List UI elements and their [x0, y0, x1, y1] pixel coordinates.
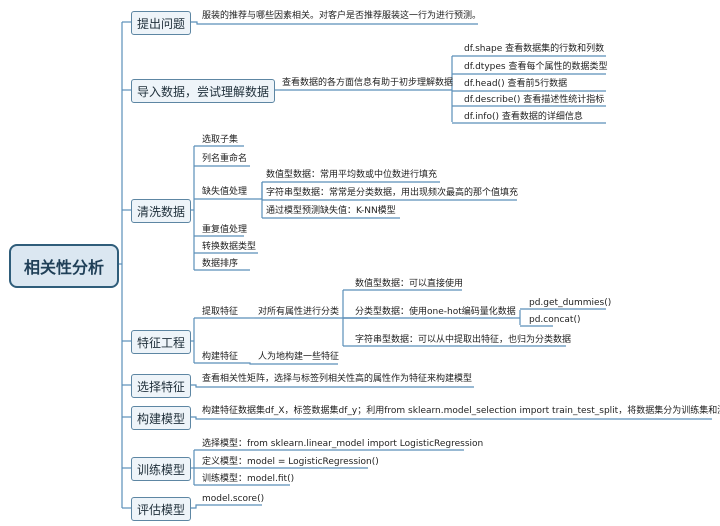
feature-build-desc: 人为地构建一些特征 [258, 352, 340, 362]
feature-extract-classify: 对所有属性进行分类 [258, 307, 340, 317]
branch-build-model: 构建模型 [131, 406, 191, 430]
classify-categorical: 分类型数据：使用one-hot编码量化数据 [355, 307, 516, 317]
branch-select-features: 选择特征 [131, 374, 191, 398]
missing-knn: 通过模型预测缺失值：K-NN模型 [266, 206, 396, 216]
import-item-info: df.info() 查看数据的详细信息 [464, 112, 583, 122]
feature-build: 构建特征 [202, 352, 239, 362]
evaluate-model-desc: model.score() [202, 494, 265, 504]
clean-item-missing: 缺失值处理 [202, 187, 248, 197]
branch-import-data: 导入数据，尝试理解数据 [131, 79, 275, 103]
import-item-describe: df.describe() 查看描述性统计指标 [464, 95, 605, 105]
feature-extract: 提取特征 [202, 307, 239, 317]
import-item-shape: df.shape 查看数据集的行数和列数 [464, 44, 605, 54]
import-item-dtypes: df.dtypes 查看每个属性的数据类型 [464, 62, 608, 72]
import-data-desc: 查看数据的各方面信息有助于初步理解数据 [282, 78, 454, 88]
clean-item-sort: 数据排序 [202, 259, 239, 269]
clean-item-subset: 选取子集 [202, 135, 239, 145]
train-define-model: 定义模型：model = LogisticRegression() [202, 457, 379, 467]
branch-feature-engineering: 特征工程 [131, 330, 191, 354]
select-features-desc: 查看相关性矩阵，选择与标签列相关性高的属性作为特征来构建模型 [202, 374, 473, 384]
clean-item-convert-type: 转换数据类型 [202, 242, 257, 252]
import-item-head: df.head() 查看前5行数据 [464, 79, 568, 89]
clean-item-rename: 列名重命名 [202, 154, 248, 164]
onehot-get-dummies: pd.get_dummies() [529, 298, 612, 308]
classify-numeric: 数值型数据：可以直接使用 [355, 279, 464, 289]
train-fit-model: 训练模型：model.fit() [202, 474, 295, 484]
ask-question-desc: 服装的推荐与哪些因素相关。对客户是否推荐服装这一行为进行预测。 [202, 11, 482, 21]
branch-ask-question: 提出问题 [131, 11, 191, 35]
clean-item-duplicates: 重复值处理 [202, 225, 248, 235]
build-model-desc: 构建特征数据集df_X，标签数据集df_y；利用from sklearn.mod… [202, 406, 720, 416]
missing-numeric: 数值型数据：常用平均数或中位数进行填充 [266, 170, 438, 180]
onehot-concat: pd.concat() [529, 315, 581, 325]
branch-evaluate-model: 评估模型 [131, 497, 191, 521]
missing-string: 字符串型数据：常常是分类数据，用出现频次最高的那个值填充 [266, 188, 519, 198]
branch-train-model: 训练模型 [131, 457, 191, 481]
branch-clean-data: 清洗数据 [131, 199, 191, 223]
root-topic: 相关性分析 [9, 244, 119, 288]
classify-string: 字符串型数据：可以从中提取出特征，也归为分类数据 [355, 335, 572, 345]
train-select-model: 选择模型：from sklearn.linear_model import Lo… [202, 439, 484, 449]
